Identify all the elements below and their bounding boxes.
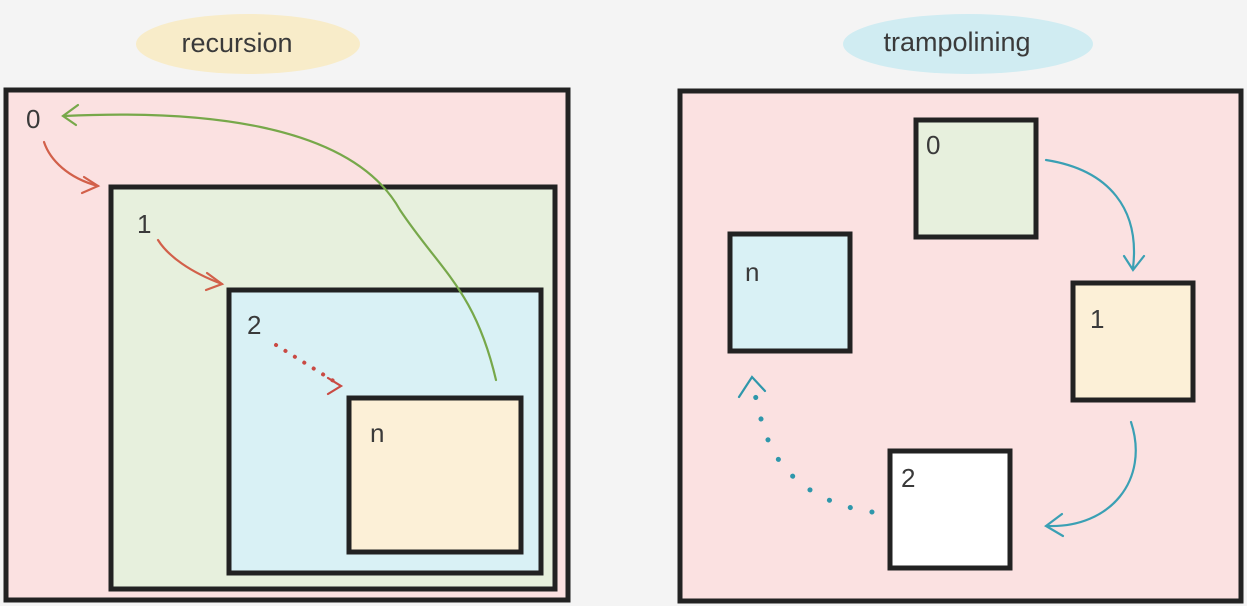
trampolining-frame-2 (887, 448, 1013, 571)
trampolining-frame-0-label: 0 (926, 130, 940, 160)
trampolining-frame-n-label: n (745, 257, 759, 287)
recursion-frame-0-label: 0 (26, 104, 40, 134)
recursion-title-highlight (136, 14, 360, 74)
recursion-title: recursion (181, 28, 292, 58)
recursion-frame-n-label: n (370, 418, 384, 448)
return-arrow-n-to-0 (61, 103, 498, 382)
recursion-frame-1-label: 1 (137, 209, 151, 239)
trampolining-panel: trampolining 0 1 2 n (677, 14, 1244, 604)
trampolining-frame-1 (1070, 280, 1196, 403)
recursion-frame-n (346, 395, 524, 555)
recursion-panel: recursion 0 1 2 n (3, 14, 571, 603)
call-arrow-1-to-2 (156, 238, 225, 292)
bounce-arrow-1-to-2 (1044, 420, 1137, 538)
trampolining-frame-1-label: 1 (1090, 304, 1104, 334)
trampolining-frame-n (727, 231, 853, 354)
bounce-arrow-0-to-1 (1044, 158, 1146, 272)
trampolining-frame-2-label: 2 (901, 463, 915, 493)
trampolining-frame-0 (913, 117, 1039, 240)
trampolining-title-highlight (843, 14, 1093, 74)
call-arrow-0-to-1 (42, 140, 101, 195)
recursion-frame-2-label: 2 (247, 310, 261, 340)
trampolining-title: trampolining (883, 27, 1030, 57)
bounce-arrow-2-to-n-dotted (737, 375, 875, 515)
call-arrow-2-to-n-dotted (274, 343, 344, 396)
